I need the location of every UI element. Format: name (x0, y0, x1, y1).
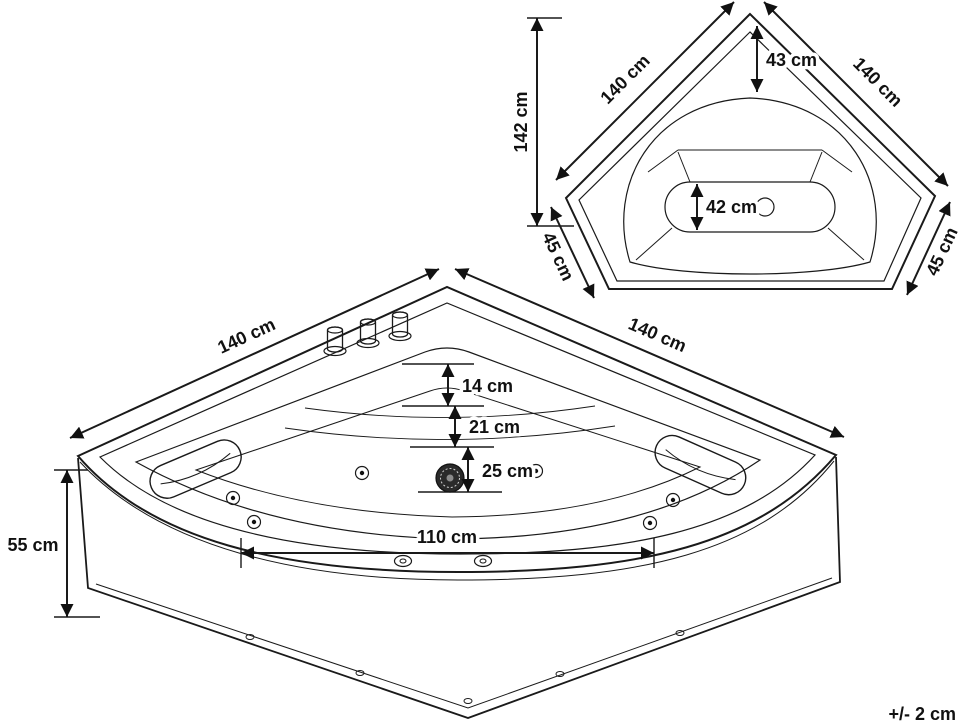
jet-icon (642, 515, 658, 531)
top-view-outer-shell (564, 12, 937, 290)
dim-front-rim-depth: 14 cm (402, 363, 517, 407)
dim-label: 110 cm (417, 527, 477, 547)
dim-front-mid-depth: 21 cm (410, 406, 524, 448)
front-apron (77, 456, 841, 719)
dim-label: 140 cm (626, 314, 690, 357)
dim-front-inner-width: 110 cm (240, 524, 655, 568)
dim-top-side-left: 140 cm (555, 1, 735, 181)
top-view: 142 cm 140 cm 140 cm 43 cm 42 cm 45 cm (511, 1, 962, 299)
jet-icon (225, 490, 241, 506)
faucet-knob-3 (388, 311, 412, 342)
dim-top-overall-height: 142 cm (511, 17, 574, 227)
dim-top-seat-depth: 42 cm (690, 184, 761, 230)
front-view: 140 cm 140 cm 14 cm 21 cm 25 cm (7, 268, 845, 719)
dim-label: 14 cm (462, 376, 513, 396)
dim-top-corner-right: 45 cm (906, 201, 962, 296)
jet-icon (665, 492, 681, 508)
dim-top-side-right: 140 cm (763, 1, 949, 187)
dim-label: 21 cm (469, 417, 520, 437)
front-rim-face-edge (79, 460, 835, 581)
dim-front-side-right: 140 cm (454, 268, 845, 438)
dim-top-corner-left: 45 cm (538, 206, 595, 299)
tolerance-note: +/- 2 cm (888, 704, 956, 724)
jet-icon (473, 554, 493, 568)
dim-front-lower-depth: 25 cm (418, 447, 537, 493)
jet-icon (246, 514, 262, 530)
headrest-pillow-right (654, 434, 747, 496)
dim-label: 140 cm (849, 53, 906, 110)
dim-front-base-height: 55 cm (7, 469, 100, 618)
top-view-drain (755, 197, 775, 217)
front-inner-rim (98, 302, 817, 555)
faucet-knob-1 (323, 326, 347, 357)
dim-label: 42 cm (706, 197, 757, 217)
dim-label: 55 cm (7, 535, 58, 555)
water-jets (225, 463, 681, 568)
dim-label: 45 cm (538, 229, 578, 284)
apron-feet (245, 630, 685, 704)
dim-label: 140 cm (215, 314, 279, 358)
dim-label: 25 cm (482, 461, 533, 481)
jet-icon (354, 465, 370, 481)
headrest-pillow-left (149, 439, 242, 499)
dim-front-side-left: 140 cm (69, 268, 440, 439)
jet-icon (528, 463, 544, 479)
top-view-basin (623, 97, 877, 275)
dim-label: 142 cm (511, 91, 531, 152)
jet-icon (393, 554, 413, 568)
dim-top-back-depth: 43 cm (750, 26, 821, 92)
front-apron-trim (95, 577, 833, 709)
front-outer-rim (76, 285, 838, 574)
dim-label: 43 cm (766, 50, 817, 70)
drain-cover (435, 463, 465, 493)
front-seat-contour (194, 387, 702, 518)
dim-label: 140 cm (596, 50, 653, 107)
top-view-seat-stadium (664, 181, 836, 233)
